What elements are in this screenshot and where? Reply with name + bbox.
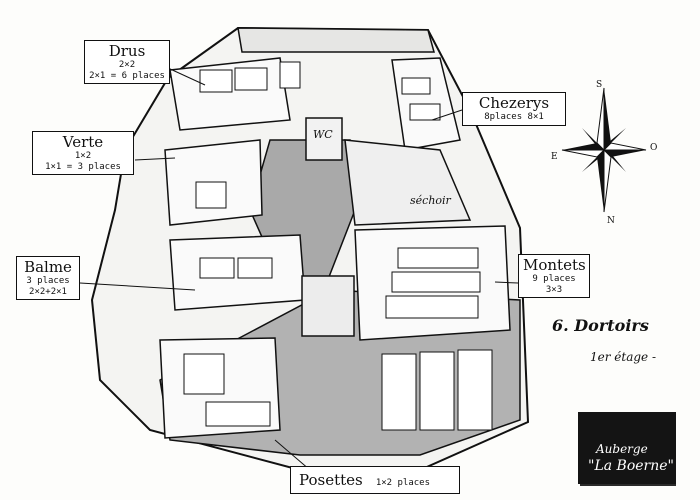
bed bbox=[457, 349, 493, 431]
bed bbox=[381, 353, 417, 431]
room-capacity: 2×1 = 6 places bbox=[89, 70, 165, 81]
room-capacity: 8places 8×1 bbox=[484, 112, 544, 123]
room-name: Drus bbox=[108, 42, 146, 60]
wc-label: WC bbox=[313, 128, 333, 141]
compass-south: S bbox=[596, 80, 603, 90]
logo-line1: Auberge bbox=[596, 442, 648, 456]
room-capacity: 9 places bbox=[532, 274, 576, 285]
compass-north: N bbox=[607, 216, 615, 226]
partition-wall bbox=[301, 275, 355, 337]
dortoirs-title: 6. Dortoirs bbox=[552, 316, 649, 335]
bed bbox=[205, 401, 271, 427]
room-drus bbox=[169, 57, 291, 131]
floor-label: 1er étage - bbox=[590, 350, 657, 364]
bed bbox=[401, 77, 431, 95]
bed bbox=[199, 69, 233, 93]
bed bbox=[234, 67, 268, 91]
room-beds: 2×2 bbox=[118, 60, 136, 71]
room-capacity: 1×2 places bbox=[375, 478, 431, 488]
window bbox=[279, 61, 301, 89]
sechoir-label: séchoir bbox=[410, 194, 451, 207]
room-beds: 2×2+2×1 bbox=[29, 286, 67, 297]
bed bbox=[391, 271, 481, 293]
bed bbox=[409, 103, 441, 121]
label-balme: Balme 3 places 2×2+2×1 bbox=[16, 256, 80, 300]
bed bbox=[199, 257, 235, 279]
sechoir-area bbox=[344, 139, 472, 226]
window bbox=[195, 181, 227, 209]
room-name: Montets bbox=[523, 256, 586, 274]
room-name: Verte bbox=[62, 133, 104, 151]
room-name: Balme bbox=[24, 258, 72, 276]
label-verte: Verte 1×2 1×1 = 3 places bbox=[32, 131, 134, 175]
window bbox=[183, 353, 225, 395]
bed bbox=[385, 295, 479, 319]
room-name: Posettes bbox=[299, 471, 363, 489]
logo-line2: "La Boerne" bbox=[588, 458, 674, 474]
compass-east: E bbox=[551, 152, 558, 162]
label-chezerys: Chezerys 8places 8×1 bbox=[462, 92, 566, 126]
label-posettes: Posettes 1×2 places bbox=[290, 466, 460, 495]
auberge-logo: Auberge "La Boerne" bbox=[578, 412, 676, 484]
leader-lines bbox=[79, 67, 519, 471]
label-drus: Drus 2×2 2×1 = 6 places bbox=[84, 40, 170, 84]
wc-block bbox=[305, 117, 343, 161]
bed bbox=[237, 257, 273, 279]
room-beds: 3×3 bbox=[545, 284, 563, 295]
room-capacity: 3 places bbox=[26, 276, 70, 287]
label-montets: Montets 9 places 3×3 bbox=[518, 254, 590, 298]
room-name: Chezerys bbox=[478, 94, 550, 112]
room-capacity: 1×1 = 3 places bbox=[45, 161, 121, 172]
room-beds: 1×2 bbox=[74, 151, 92, 162]
bed bbox=[419, 351, 455, 431]
back-wall bbox=[237, 27, 435, 53]
bed bbox=[397, 247, 479, 269]
compass-west: O bbox=[650, 143, 658, 153]
compass-rose bbox=[561, 87, 647, 213]
